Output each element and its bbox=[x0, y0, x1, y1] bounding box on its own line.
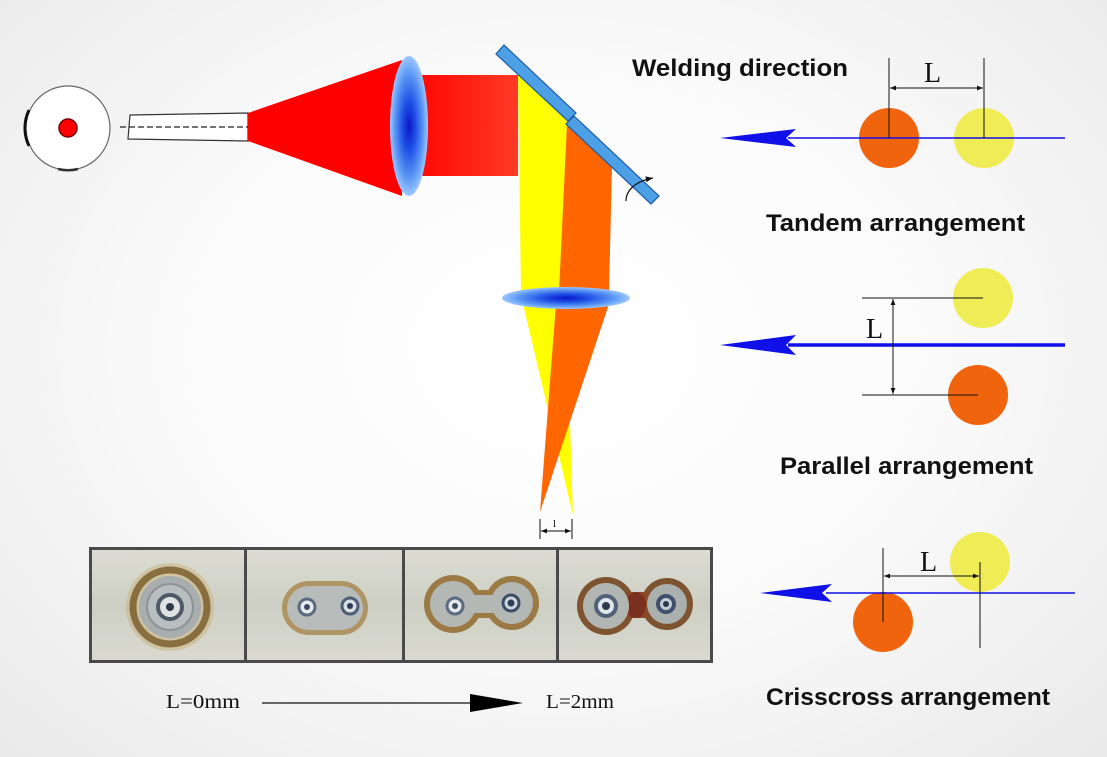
fiber-end-bottom-mark bbox=[57, 167, 79, 172]
focal-offset-dimension: l bbox=[539, 518, 573, 539]
weld-ring bbox=[129, 566, 211, 648]
fiber-collimator bbox=[120, 112, 249, 142]
weld-keyhole-center bbox=[304, 604, 310, 610]
focusing-lens bbox=[502, 287, 630, 309]
beam-orange-focused bbox=[540, 304, 609, 512]
crisscross-arrangement: L Crisscross arrangement bbox=[760, 532, 1075, 711]
parallel-direction-arrowhead bbox=[720, 335, 796, 355]
spacing-end-label: L=2mm bbox=[546, 691, 614, 713]
welding-direction-label: Welding direction bbox=[632, 55, 848, 82]
weld-keyhole-center bbox=[166, 603, 174, 611]
mirror-segment-tilting bbox=[565, 115, 660, 205]
weld-pool-bridge bbox=[453, 595, 512, 613]
mirror-rotation-arrow bbox=[625, 176, 654, 202]
tandem-spacing-label: L bbox=[924, 58, 941, 89]
weld-keyhole-center bbox=[602, 602, 610, 610]
spacing-progression-arrow-head bbox=[470, 694, 523, 712]
tandem-arrangement: L Tandem arrangement bbox=[720, 58, 1065, 237]
spacing-start-label: L=0mm bbox=[166, 691, 241, 713]
weld-panel-1 bbox=[92, 550, 244, 660]
weld-sample-strip bbox=[89, 547, 713, 663]
weld-keyhole-center bbox=[663, 601, 669, 607]
fiber-end-left-mark bbox=[23, 109, 31, 147]
mirror-segment-fixed bbox=[495, 44, 577, 122]
crisscross-spacing-label: L bbox=[920, 547, 937, 578]
crisscross-direction-arrowhead bbox=[760, 584, 832, 602]
diverging-laser-beam bbox=[248, 60, 402, 196]
crisscross-arrangement-label: Crisscross arrangement bbox=[766, 684, 1050, 711]
weld-pool bbox=[287, 586, 363, 630]
weld-keyhole-center bbox=[507, 599, 515, 607]
tandem-arrangement-label: Tandem arrangement bbox=[766, 210, 1025, 237]
beam-orange-upper bbox=[559, 124, 612, 292]
parallel-arrangement: L Parallel arrangement bbox=[720, 268, 1065, 480]
parallel-spacing-label: L bbox=[866, 314, 883, 345]
focal-offset-label: l bbox=[553, 518, 556, 530]
weld-keyhole-center bbox=[347, 603, 353, 609]
weld-keyhole-center bbox=[452, 603, 458, 609]
split-mirror bbox=[495, 44, 660, 205]
collimated-laser-beam bbox=[404, 75, 518, 176]
spacing-progression: L=0mm L=2mm bbox=[166, 691, 614, 713]
weld-panel-2 bbox=[247, 550, 402, 660]
weld-panel-4 bbox=[559, 550, 710, 660]
tandem-direction-arrowhead bbox=[720, 129, 796, 147]
parallel-arrangement-label: Parallel arrangement bbox=[780, 453, 1033, 480]
weld-panel-3 bbox=[405, 550, 556, 660]
collimating-lens bbox=[390, 56, 428, 196]
fiber-core-dot bbox=[58, 118, 78, 138]
weld-gap-zone bbox=[626, 592, 646, 618]
beam-yellow-upper bbox=[518, 75, 567, 292]
fiber-end-view bbox=[23, 85, 111, 172]
